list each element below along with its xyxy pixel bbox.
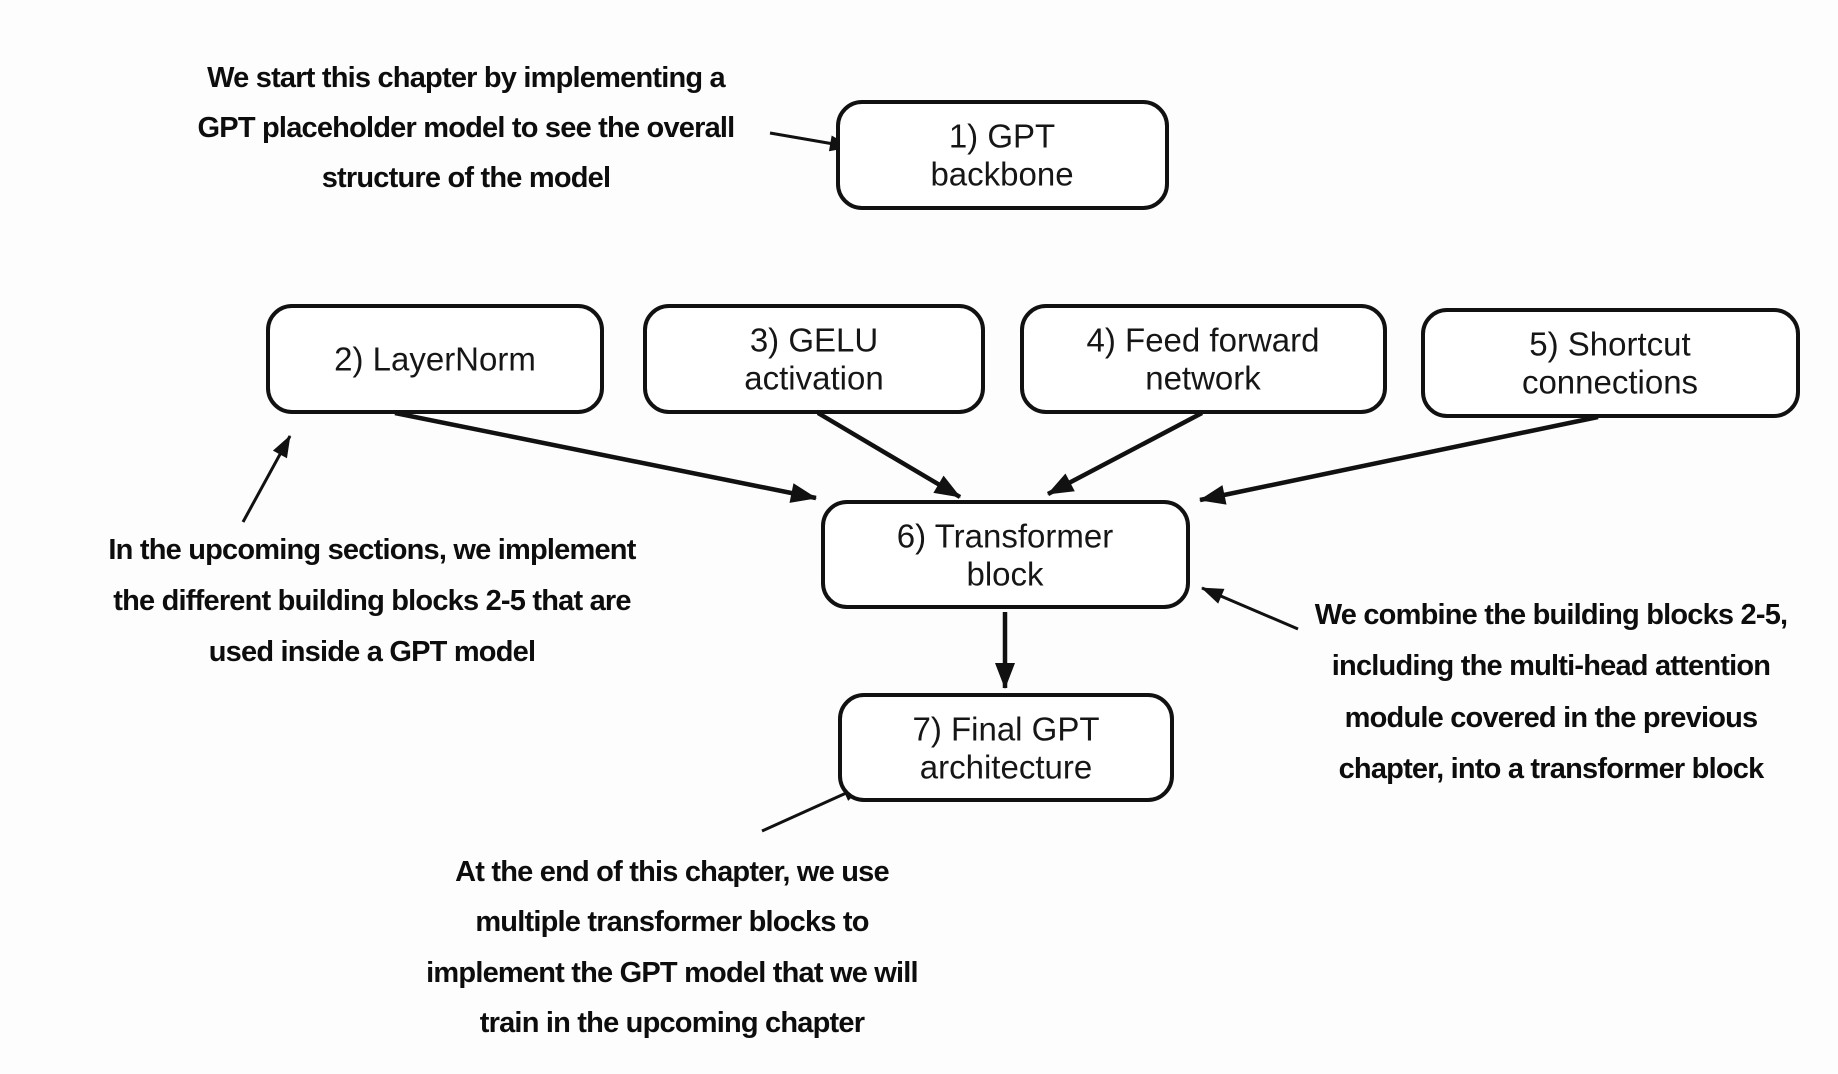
node-gelu-shape bbox=[643, 304, 985, 414]
node-transformer-block: 6) Transformer block bbox=[821, 500, 1190, 609]
node-layernorm-label-line1: 2) LayerNorm bbox=[334, 341, 536, 378]
node-shortcut-label-line1: 5) Shortcut bbox=[1529, 326, 1690, 363]
arrow-gelu-to-transformer bbox=[816, 411, 962, 499]
node-final-shape bbox=[838, 693, 1174, 802]
node-final-gpt-architecture: 7) Final GPT architecture bbox=[838, 693, 1174, 802]
node-layernorm-shape bbox=[266, 304, 604, 414]
note-building-blocks-line2: the different building blocks 2-5 that a… bbox=[113, 585, 631, 617]
edges bbox=[241, 131, 1599, 833]
note-gpt-backbone-line3: structure of the model bbox=[322, 162, 611, 194]
note-transformer-line1: We combine the building blocks 2-5, bbox=[1315, 599, 1788, 631]
node-gelu-activation: 3) GELU activation bbox=[643, 304, 985, 414]
node-feed-forward-label-line2: network bbox=[1145, 360, 1261, 397]
node-shortcut-connections: 5) Shortcut connections bbox=[1421, 308, 1800, 418]
node-feed-forward: 4) Feed forward network bbox=[1020, 304, 1387, 414]
note-transformer-line4: chapter, into a transformer block bbox=[1339, 753, 1765, 785]
note-building-blocks-line1: In the upcoming sections, we implement bbox=[108, 534, 636, 566]
note-gpt-backbone-line1: We start this chapter by implementing a bbox=[207, 62, 726, 94]
note-building-blocks: In the upcoming sections, we implement t… bbox=[108, 534, 637, 668]
node-shortcut-label-line2: connections bbox=[1522, 364, 1698, 401]
note-final-line3: implement the GPT model that we will bbox=[426, 957, 918, 989]
note-final-line4: train in the upcoming chapter bbox=[480, 1007, 865, 1039]
arrow-layernorm-to-transformer bbox=[394, 410, 817, 503]
note-gpt-backbone-line2: GPT placeholder model to see the overall bbox=[198, 112, 735, 144]
node-shortcut-shape bbox=[1421, 308, 1800, 418]
node-transformer-shape bbox=[821, 500, 1190, 609]
node-final-label-line1: 7) Final GPT bbox=[912, 711, 1099, 748]
note-building-blocks-line3: used inside a GPT model bbox=[209, 636, 535, 668]
note-gpt-backbone: We start this chapter by implementing a … bbox=[198, 62, 736, 194]
node-feed-forward-label-line1: 4) Feed forward bbox=[1087, 322, 1320, 359]
node-gpt-backbone: 1) GPT backbone bbox=[836, 100, 1169, 210]
node-gelu-label-line2: activation bbox=[744, 360, 883, 397]
arrow-shortcut-to-transformer bbox=[1199, 414, 1599, 505]
note-transformer-line2: including the multi-head attention bbox=[1332, 650, 1770, 682]
arrow-feedforward-to-transformer bbox=[1046, 411, 1204, 496]
note-final-line1: At the end of this chapter, we use bbox=[455, 856, 889, 888]
note-transformer-block: We combine the building blocks 2-5, incl… bbox=[1315, 599, 1788, 785]
note-final-architecture: At the end of this chapter, we use multi… bbox=[426, 856, 918, 1039]
note-final-line2: multiple transformer blocks to bbox=[475, 906, 868, 938]
arrow-note-to-transformer bbox=[1201, 586, 1299, 631]
note-transformer-line3: module covered in the previous bbox=[1345, 702, 1758, 734]
node-transformer-label-line1: 6) Transformer bbox=[897, 518, 1113, 555]
arrow-note-to-layernorm bbox=[241, 435, 292, 523]
node-gpt-backbone-label-line1: 1) GPT bbox=[949, 118, 1055, 155]
node-layernorm: 2) LayerNorm bbox=[266, 304, 604, 414]
node-gpt-backbone-label-line2: backbone bbox=[930, 156, 1073, 193]
node-feed-forward-shape bbox=[1020, 304, 1387, 414]
node-gelu-label-line1: 3) GELU bbox=[750, 322, 878, 359]
node-final-label-line2: architecture bbox=[920, 749, 1092, 786]
node-transformer-label-line2: block bbox=[966, 556, 1044, 593]
node-gpt-backbone-shape bbox=[836, 100, 1169, 210]
